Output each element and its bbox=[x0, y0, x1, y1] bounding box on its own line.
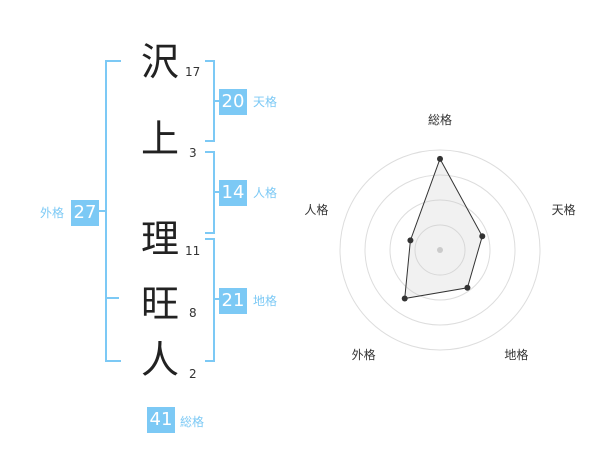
name-char-3: 理 bbox=[141, 217, 180, 261]
radar-center-dot bbox=[437, 247, 443, 253]
gai-kaku-label: 外格 bbox=[40, 206, 65, 220]
jin-kaku-value: 14 bbox=[219, 180, 247, 206]
chi-kaku-label: 地格 bbox=[253, 294, 278, 308]
chi-kaku-value: 21 bbox=[219, 288, 247, 314]
name-char-1: 沢 bbox=[141, 40, 180, 84]
name-char-4: 旺 bbox=[141, 282, 180, 326]
stroke-count-1: 17 bbox=[185, 65, 201, 79]
stroke-count-5: 2 bbox=[189, 367, 197, 381]
chi-kaku-tick bbox=[213, 298, 221, 300]
radar-axis-label-5: 人格 bbox=[304, 202, 328, 217]
so-kaku-value: 41 bbox=[147, 407, 175, 433]
radar-ring-3 bbox=[364, 174, 516, 326]
radar-ring-4 bbox=[339, 149, 541, 351]
gai-kaku-inner-tick bbox=[107, 297, 119, 299]
ten-kaku-label: 天格 bbox=[253, 95, 278, 109]
ten-kaku-value: 20 bbox=[219, 89, 247, 115]
radar-point-4 bbox=[401, 295, 408, 302]
radar-point-1 bbox=[437, 155, 443, 162]
radar-ring-1 bbox=[414, 224, 466, 276]
radar-axis-label-3: 地格 bbox=[504, 347, 528, 362]
ten-kaku-tick bbox=[213, 100, 221, 102]
gai-kaku-value: 27 bbox=[71, 200, 99, 226]
radar-point-2 bbox=[479, 233, 486, 240]
gai-kaku-bracket bbox=[105, 60, 121, 362]
name-char-2: 上 bbox=[141, 117, 180, 161]
so-kaku-label: 総格 bbox=[180, 415, 205, 429]
radar-point-5 bbox=[407, 237, 414, 244]
stroke-count-4: 8 bbox=[189, 306, 197, 320]
radar-axis-label-4: 外格 bbox=[352, 347, 376, 362]
radar-area bbox=[404, 157, 483, 300]
radar-axis-label-2: 天格 bbox=[552, 202, 576, 217]
gai-kaku-tick bbox=[97, 210, 105, 212]
jin-kaku-label: 人格 bbox=[253, 186, 278, 200]
radar-point-3 bbox=[464, 284, 471, 291]
stroke-count-3: 11 bbox=[185, 244, 201, 258]
chi-kaku-bracket bbox=[205, 238, 215, 362]
radar-axis-label-1: 総格 bbox=[428, 112, 452, 127]
name-char-5: 人 bbox=[141, 338, 180, 382]
radar-ring-2 bbox=[389, 199, 491, 301]
stroke-count-2: 3 bbox=[189, 146, 197, 160]
jin-kaku-tick bbox=[213, 191, 221, 193]
